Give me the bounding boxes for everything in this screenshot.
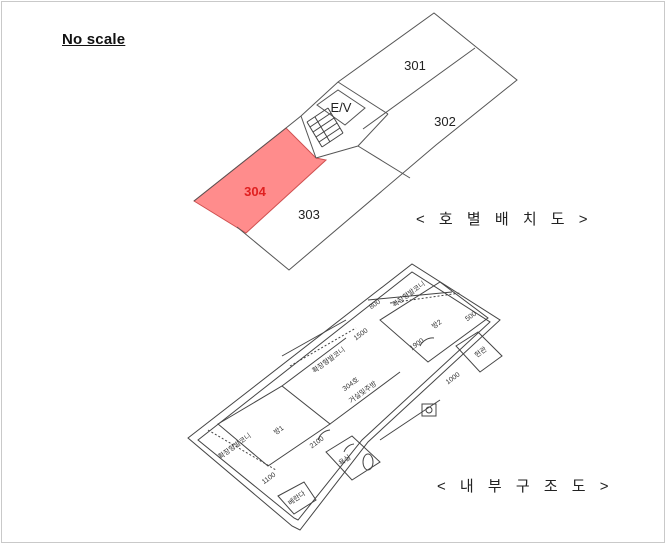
counter-line <box>379 399 441 441</box>
dim-500: 500 <box>464 310 478 323</box>
veranda-label: 베란다 <box>286 488 307 507</box>
balcony-mid-line <box>281 319 347 357</box>
living-wall-2 <box>329 371 401 425</box>
toilet-icon <box>362 453 374 471</box>
elevator-box <box>316 89 366 126</box>
unit-304-label: 304 <box>244 184 266 199</box>
living-wall <box>281 337 347 387</box>
room1-label: 방1 <box>272 423 286 436</box>
dim-2100: 2100 <box>309 435 326 450</box>
core-wall-3 <box>357 113 389 147</box>
interior-inner-outline <box>197 271 491 521</box>
wall-303-top <box>315 145 359 159</box>
scale-note: No scale <box>62 31 126 48</box>
floor-layout <box>193 12 518 271</box>
room1-dots <box>207 429 277 471</box>
unit-302-label: 302 <box>434 114 456 129</box>
elevator-label: E/V <box>331 100 352 115</box>
stair-icon <box>306 107 344 148</box>
balcony-top-line <box>367 291 453 301</box>
room2-walls <box>379 281 489 363</box>
balcony-bottom-label: 확장형발코니 <box>216 431 253 461</box>
door-arc-2 <box>317 429 331 441</box>
core-wall-1 <box>300 115 317 159</box>
room1-walls <box>217 385 331 467</box>
dim-1000: 1000 <box>445 371 462 386</box>
bathroom-walls <box>325 435 381 481</box>
floor-layout-caption: < 호 별 배 치 도 > <box>416 211 593 228</box>
dim-1900: 1900 <box>409 337 426 352</box>
unit-name-label: 304호 <box>341 375 361 392</box>
balcony-mid-dots <box>289 327 357 367</box>
room2-label: 방2 <box>430 317 444 330</box>
wall-302-303 <box>357 145 411 179</box>
entrance-walls <box>455 331 503 373</box>
dim-1500: 1500 <box>353 327 370 342</box>
unit-301-label: 301 <box>404 58 426 73</box>
door-arc-3 <box>343 443 355 453</box>
interior-plan-caption: < 내 부 구 조 도 > <box>437 478 614 495</box>
wall-301-302 <box>362 47 476 130</box>
sink-icon <box>421 403 437 417</box>
door-arc-1 <box>419 337 435 347</box>
dim-800: 800 <box>368 298 382 311</box>
core-wall-2 <box>337 81 389 115</box>
balcony-mid-label: 확장형발코니 <box>310 345 347 375</box>
interior-outline <box>187 263 501 531</box>
interior-plan <box>187 263 503 531</box>
entrance-label: 현관 <box>473 344 489 359</box>
veranda-walls <box>277 481 317 515</box>
building-outline <box>193 12 518 271</box>
unit-303-label: 303 <box>298 207 320 222</box>
dim-1100: 1100 <box>261 471 277 486</box>
